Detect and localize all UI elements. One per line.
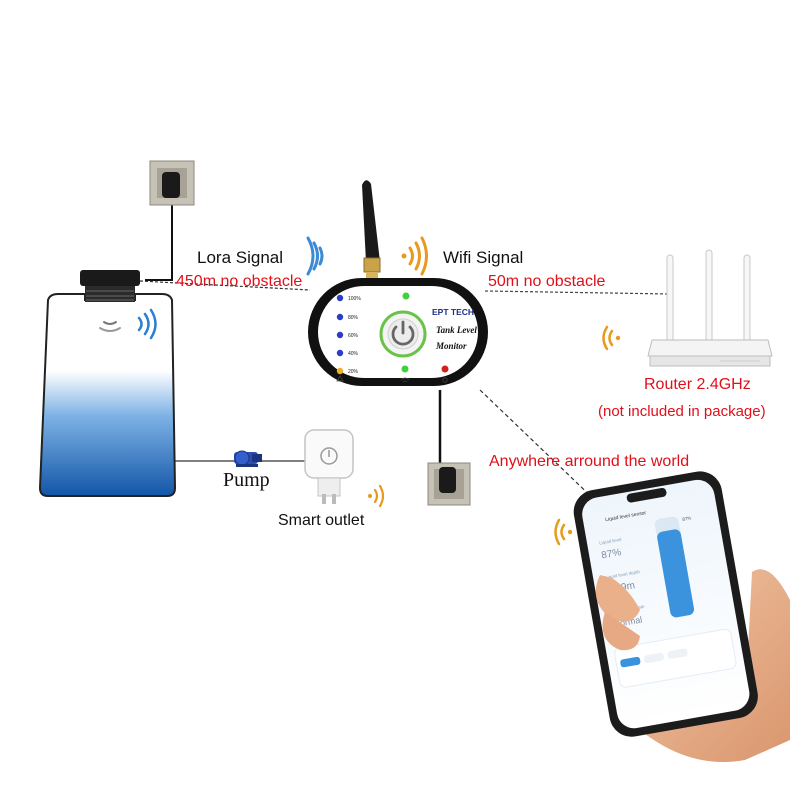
wifi-link-line — [484, 290, 671, 295]
anywhere-label: Anywhere arround the world — [489, 453, 690, 470]
level-led-60 — [336, 331, 344, 339]
wifi-router — [647, 249, 773, 367]
power-led — [441, 365, 449, 373]
app-bar-value: 87% — [682, 515, 692, 521]
level-led-20 — [336, 367, 344, 375]
smart-outlet-label: Smart outlet — [278, 512, 365, 529]
wifi-signal-icon — [401, 236, 428, 276]
level-label-80: 80% — [348, 315, 359, 321]
app-percent-label: Liquid level — [599, 537, 622, 546]
lora-link-line — [139, 280, 311, 291]
level-led-40 — [336, 349, 344, 357]
wall-socket-bottom — [427, 462, 471, 506]
monitor-title-line1: Tank Level — [436, 325, 477, 335]
level-led-80 — [336, 313, 344, 321]
tank-level-monitor: 100% 80% 60% 40% 20% EPT TECH Tank Level… — [308, 278, 488, 386]
app-level-bar-fill — [657, 529, 695, 618]
lora-signal-label: Lora Signal — [197, 248, 284, 267]
wall-socket-top — [149, 160, 195, 206]
lora-range-label: 450m no obstacle — [176, 273, 303, 290]
phone-signal-icon — [554, 518, 573, 546]
status-led-top — [402, 292, 410, 300]
hand-with-phone: Liquid level sensor Liquid level 87% Liq… — [573, 471, 790, 762]
app-percent-value: 87% — [601, 547, 623, 561]
wifi-signal-label: Wifi Signal — [443, 248, 524, 267]
wifi-range-label: 50m no obstacle — [488, 273, 606, 290]
level-led-100 — [336, 294, 344, 302]
water-tank — [38, 293, 177, 497]
warning-icon — [336, 375, 344, 382]
level-label-20: 20% — [348, 369, 359, 375]
monitor-title-line2: Monitor — [435, 341, 467, 351]
lora-signal-icon — [306, 236, 324, 276]
wifi-small-icon — [400, 377, 410, 383]
power-icon — [391, 325, 415, 346]
outlet-signal-icon — [368, 484, 385, 508]
level-sensor — [80, 270, 140, 302]
level-label-60: 60% — [348, 333, 359, 339]
connection-lines — [139, 200, 671, 506]
antenna — [362, 180, 381, 280]
pump-icon — [234, 450, 262, 467]
sensor-power-cable — [145, 200, 173, 281]
monitor-brand: EPT TECH — [432, 307, 474, 317]
sensor-waves-icon — [99, 308, 157, 340]
router-label: Router 2.4GHz — [644, 376, 751, 393]
pump-label: Pump — [223, 469, 270, 491]
power-small-icon — [442, 377, 448, 383]
level-label-100: 100% — [348, 296, 361, 302]
router-note: (not included in package) — [598, 403, 766, 420]
wifi-led — [401, 365, 409, 373]
smart-outlet-icon — [304, 429, 354, 504]
level-label-40: 40% — [348, 351, 359, 357]
app-depth-label: Liquid level depth — [605, 569, 641, 580]
router-signal-icon — [602, 325, 621, 351]
cloud-link-line — [479, 389, 601, 506]
